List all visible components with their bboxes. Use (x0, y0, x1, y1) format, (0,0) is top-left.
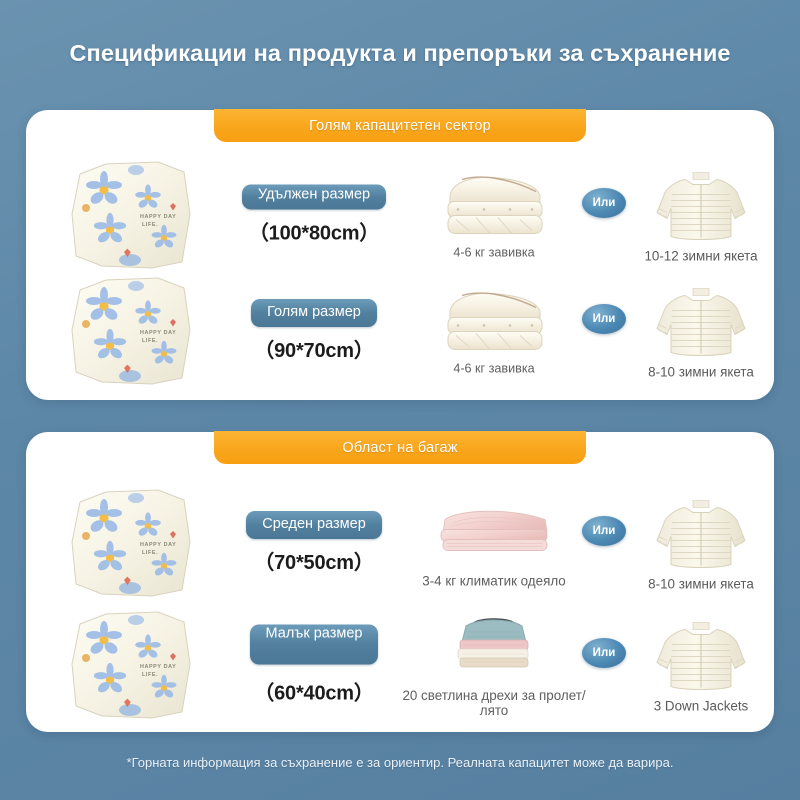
or-badge: Или (582, 637, 626, 668)
jacket-capacity: 8-10 зимни якета (626, 282, 776, 379)
folded-clothes-icon (392, 612, 596, 682)
section-card-luggage-area: Област на багаж (26, 431, 774, 732)
item-caption: 4-6 кг завивка (453, 245, 535, 259)
size-info: Малък размер （60*40cm） (222, 624, 406, 705)
or-badge: Или (582, 187, 626, 218)
spec-row: HAPPY DAY LIFE. Удължен размер （100*80cm… (26, 152, 774, 277)
jacket-capacity: 10-12 зимни якета (626, 166, 776, 263)
down-jacket-icon (626, 166, 776, 244)
section-banner: Област на багаж (214, 431, 586, 464)
capacity-item: 3-4 кг климатик одеяло (392, 497, 596, 588)
size-label-pill: Удължен размер (241, 184, 387, 209)
size-label-pill: Малък размер (249, 624, 379, 664)
duvet-icon (408, 169, 580, 239)
or-badge: Или (582, 515, 626, 546)
svg-text:HAPPY DAY: HAPPY DAY (140, 214, 176, 220)
jacket-caption: 3 Down Jackets (653, 698, 749, 713)
size-info: Удължен размер （100*80cm） (222, 184, 406, 245)
jacket-caption: 8-10 зимни якета (648, 576, 754, 591)
svg-text:HAPPY DAY: HAPPY DAY (140, 542, 176, 548)
size-label-pill: Среден размер (246, 510, 382, 539)
jacket-caption: 10-12 зимни якета (644, 248, 758, 263)
storage-bag-image: HAPPY DAY LIFE. (66, 484, 198, 602)
size-dimensions: （100*80cm） (248, 222, 380, 244)
down-jacket-icon (626, 282, 776, 360)
size-label-pill: Голям размер (251, 298, 377, 327)
size-dimensions: （90*70cm） (254, 339, 374, 362)
size-dimensions: （70*50cm） (254, 551, 374, 574)
down-jacket-icon (626, 616, 776, 694)
spec-row: HAPPY DAY LIFE. Малък размер （60*40cm） (26, 602, 774, 727)
section-banner: Голям капацитетен сектор (214, 109, 586, 142)
jacket-capacity: 3 Down Jackets (626, 616, 776, 713)
capacity-item: 4-6 кг завивка (408, 285, 580, 376)
storage-bag-image: HAPPY DAY LIFE. (66, 272, 198, 390)
size-info: Голям размер （90*70cm） (222, 298, 406, 363)
page-title: Спецификации на продукта и препоръки за … (69, 40, 731, 66)
svg-text:LIFE.: LIFE. (142, 672, 158, 678)
storage-bag-image: HAPPY DAY LIFE. (66, 606, 198, 724)
storage-bag-image: HAPPY DAY LIFE. (66, 156, 198, 274)
size-info: Среден размер （70*50cm） (222, 510, 406, 575)
or-badge: Или (582, 303, 626, 334)
capacity-item: 4-6 кг завивка (408, 169, 580, 260)
capacity-item: 20 светлина дрехи за пролет/лято (392, 612, 596, 718)
item-caption: 4-6 кг завивка (453, 361, 535, 375)
size-dimensions: （60*40cm） (254, 682, 374, 704)
svg-text:LIFE.: LIFE. (142, 550, 158, 556)
svg-text:LIFE.: LIFE. (142, 222, 158, 228)
down-jacket-icon (626, 494, 776, 572)
pink-blanket-icon (392, 497, 596, 567)
disclaimer-note: *Горната информация за съхранение е за о… (126, 755, 674, 770)
svg-text:LIFE.: LIFE. (142, 338, 158, 344)
duvet-icon (408, 285, 580, 355)
section-card-large-capacity: Голям капацитетен сектор (26, 109, 774, 400)
spec-row: HAPPY DAY LIFE. Среден размер （70*50cm） (26, 480, 774, 605)
svg-text:HAPPY DAY: HAPPY DAY (140, 330, 176, 336)
jacket-capacity: 8-10 зимни якета (626, 494, 776, 591)
spec-row: HAPPY DAY LIFE. Голям размер （90*70cm） (26, 268, 774, 393)
jacket-caption: 8-10 зимни якета (648, 364, 754, 379)
item-caption: 3-4 кг климатик одеяло (422, 573, 566, 588)
item-caption: 20 светлина дрехи за пролет/лято (402, 687, 586, 718)
svg-text:HAPPY DAY: HAPPY DAY (140, 664, 176, 670)
